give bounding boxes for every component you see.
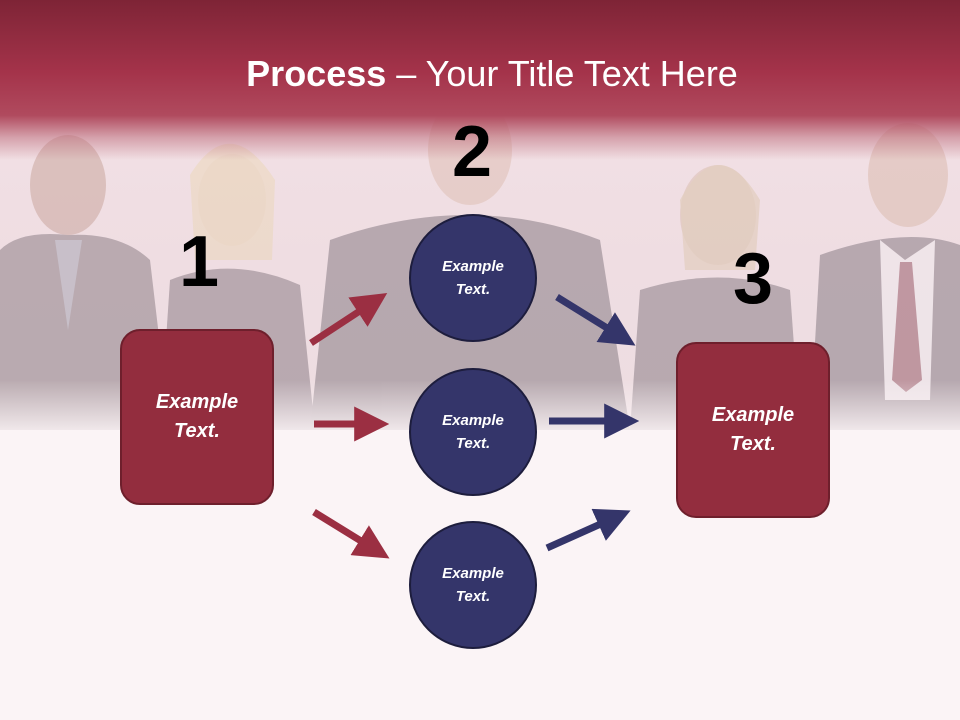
title-bar <box>0 0 960 160</box>
step-3-label: Example Text. <box>711 404 795 455</box>
circle-top-label: Example Text. <box>442 258 504 298</box>
step-3-box: Example Text. <box>676 342 830 518</box>
step-number-3: 3 <box>732 239 774 319</box>
step-number-1: 1 <box>178 222 220 302</box>
step-2-circle-top: Example Text. <box>409 214 537 342</box>
arrow-bottom-to-3 <box>545 508 631 552</box>
step-1-box: Example Text. <box>120 329 274 505</box>
step-1-label: Example Text. <box>155 391 239 442</box>
title-rest: – Your Title Text Here <box>386 53 738 94</box>
circle-bottom-label: Example Text. <box>442 565 504 605</box>
arrow-1-to-top <box>309 293 388 346</box>
step-2-circle-middle: Example Text. <box>409 368 537 496</box>
arrow-1-to-bottom <box>312 509 390 559</box>
arrow-top-to-3 <box>555 294 636 346</box>
title-bold: Process <box>246 53 387 94</box>
step-number-2: 2 <box>451 112 493 192</box>
slide-title: Process – Your Title Text Here <box>0 52 960 96</box>
circle-middle-label: Example Text. <box>442 412 504 452</box>
step-2-circle-bottom: Example Text. <box>409 521 537 649</box>
